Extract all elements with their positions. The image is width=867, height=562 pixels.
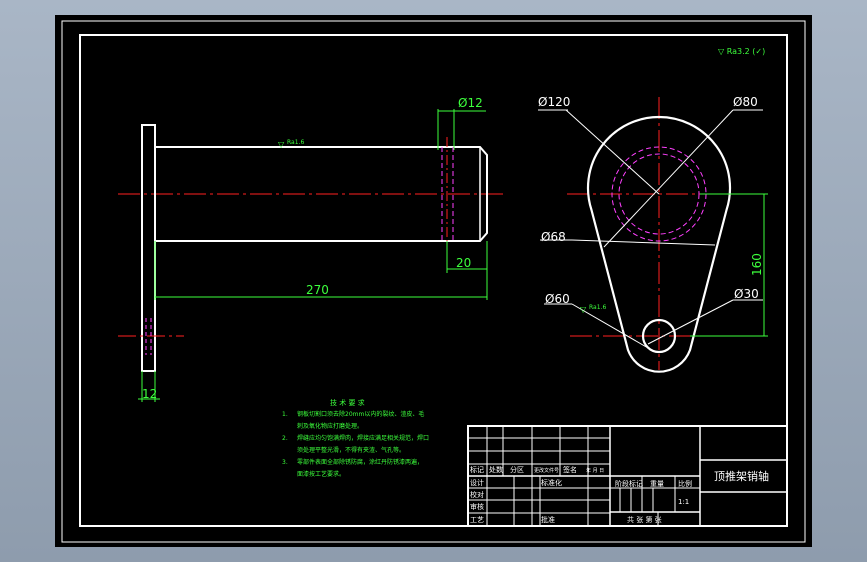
- tb-label-date: 年 月 日: [586, 467, 604, 474]
- leader-dia30: [647, 299, 734, 345]
- tb-label-design: 设计: [470, 478, 484, 487]
- roughness-lever-symbol: ▽: [580, 305, 587, 314]
- dim-shaft-pin-dia: Ø12: [458, 96, 483, 110]
- lever-outline: [586, 115, 732, 373]
- roughness-shaft-value: Ra1.6: [287, 139, 304, 146]
- tb-label-change-doc: 更改文件号: [534, 467, 559, 474]
- dim-lever-hole-big: Ø80: [733, 95, 758, 109]
- sheet-border-outer: [61, 20, 806, 543]
- tech-item-text: 刺及氧化物应打磨处理。: [297, 422, 363, 430]
- tb-label-standardized: 标准化: [541, 478, 562, 487]
- tb-label-scale: 比例: [678, 479, 692, 488]
- tb-label-weight: 重量: [650, 480, 664, 488]
- drawing-sheet: [55, 15, 812, 547]
- shaft-body: [155, 146, 488, 242]
- leader-dia80: [603, 109, 734, 248]
- tb-label-process: 工艺: [470, 516, 484, 524]
- tb-label-stage: 阶段标记: [615, 479, 643, 488]
- tech-item-text: 面漆按工艺要求。: [297, 470, 345, 478]
- tech-requirements-title: 技 术 要 求: [330, 398, 365, 407]
- dim-flange-thickness: 12: [142, 387, 157, 401]
- lever-small-hole: [641, 318, 677, 354]
- tech-item-text: 零部件表面全部除锈防腐，涂红丹防锈漆两遍，: [297, 458, 423, 466]
- dim-shaft-length: 270: [306, 283, 329, 297]
- tech-item-number: 1.: [282, 411, 288, 418]
- tb-scale-value: 1:1: [678, 498, 689, 506]
- tb-label-count: 处数: [489, 465, 503, 474]
- tech-item-text: 焊缝应均匀饱满焊肉，焊接应满足相关规范，焊口: [297, 434, 429, 442]
- dim-lever-outer-small: Ø60: [545, 292, 570, 306]
- dim-shaft-end-len: 20: [456, 256, 471, 270]
- tb-label-signature: 签名: [563, 465, 577, 474]
- dim-lever-hole-small: Ø30: [734, 287, 759, 301]
- dim-lever-center-dist: 160: [750, 253, 764, 276]
- drawing-title: 顶推架销轴: [714, 469, 769, 483]
- leader-dia68: [571, 239, 716, 246]
- tech-item-number: 2.: [282, 435, 288, 442]
- tech-item-text: 钢板切割口须去除20mm以内的裂纹、渣皮、毛: [297, 410, 424, 418]
- tb-label-check: 校对: [470, 490, 484, 499]
- tech-item-number: 3.: [282, 459, 288, 466]
- tb-label-review: 审核: [470, 502, 484, 511]
- tb-label-zone: 分区: [510, 465, 524, 474]
- leader-dia120: [565, 109, 660, 195]
- roughness-lever-value: Ra1.6: [589, 304, 606, 311]
- dim-lever-outer-big: Ø120: [538, 95, 570, 109]
- lever-view: Ø120 Ø80 Ø68 Ø60 Ø30 160 ▽ Ra1.6: [538, 95, 768, 373]
- roughness-shaft-symbol: ▽: [278, 140, 285, 149]
- sheet-border-inner: [79, 34, 788, 527]
- tb-label-mark: 标记: [470, 465, 484, 474]
- title-block-text: 标记 处数 分区 更改文件号 签名 年 月 日 设计 校对 审核 工艺 标准化 …: [470, 465, 769, 524]
- tech-requirements: 技 术 要 求 1. 钢板切割口须去除20mm以内的裂纹、渣皮、毛 刺及氧化物应…: [282, 398, 429, 478]
- tb-label-sheets: 共 张 第 张: [627, 515, 662, 524]
- title-block: [467, 425, 788, 527]
- shaft-view: Ø12 20 270 12 ▽ Ra1.6: [118, 96, 506, 402]
- tb-label-approve: 批准: [541, 515, 555, 524]
- lever-big-bore-inner-hidden: [618, 153, 700, 235]
- dim-lever-bore-inner: Ø68: [541, 230, 566, 244]
- leader-dia60: [571, 303, 656, 353]
- default-roughness-note: ▽ Ra3.2 (✓): [718, 47, 765, 56]
- tech-item-text: 须处理平整光滑，不得有夹渣、气孔等。: [297, 446, 405, 454]
